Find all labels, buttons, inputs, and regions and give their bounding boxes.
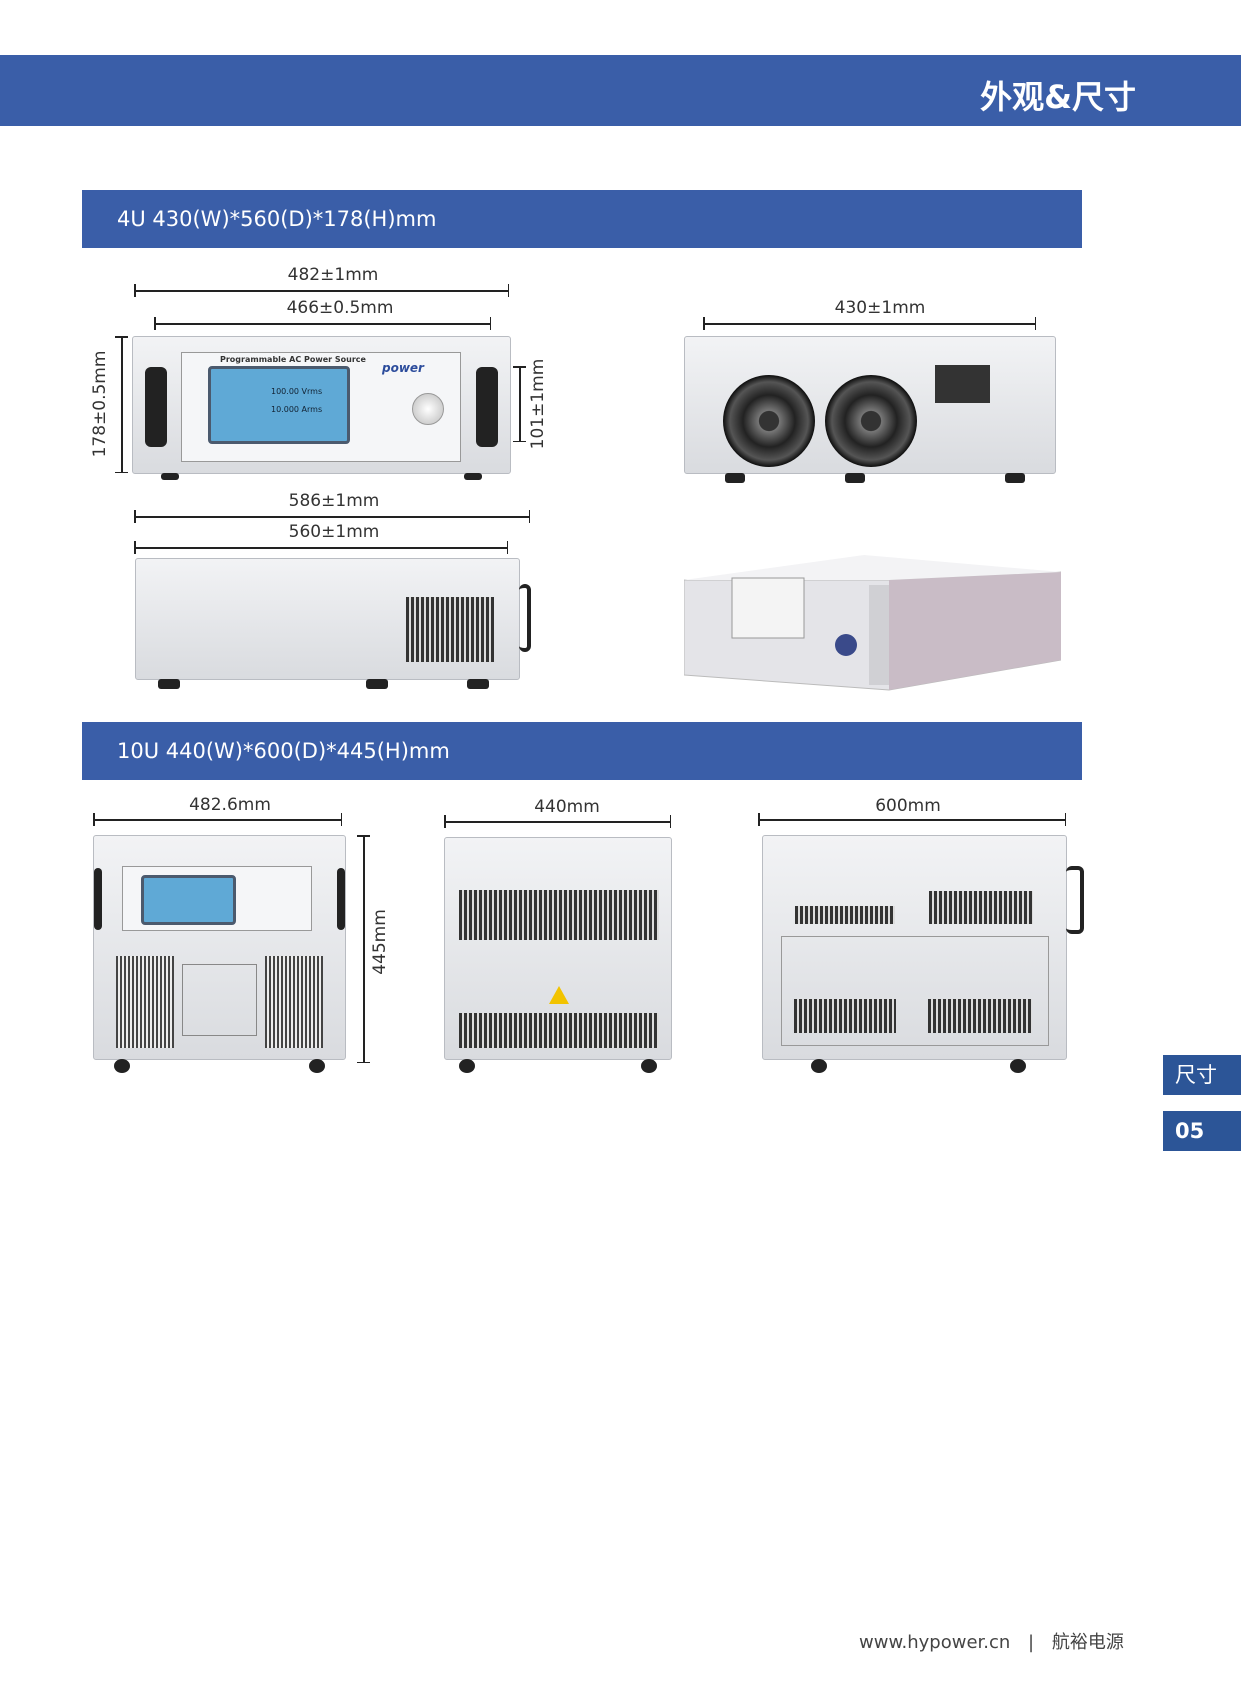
dim-arrow	[703, 318, 1036, 329]
caster-wheel	[114, 1059, 130, 1073]
handle	[519, 584, 531, 652]
front-vent	[116, 956, 174, 1048]
4u-front-view: Programmable AC Power Source power 100.0…	[132, 336, 511, 480]
rear-vent	[459, 890, 659, 940]
4u-isometric-view	[683, 550, 1062, 700]
10u-side-view	[762, 835, 1084, 1073]
dim-arrow	[154, 318, 491, 329]
rear-vent	[459, 1013, 659, 1048]
dim-arrow	[116, 336, 127, 473]
dim-10u-rear-width: 440mm	[534, 797, 600, 817]
foot	[725, 473, 745, 483]
display-screen: 100.00 Vrms 10.000 Arms	[208, 366, 350, 444]
front-panel: Programmable AC Power Source power 100.0…	[181, 352, 461, 462]
dim-arrow	[134, 285, 509, 296]
warning-icon	[549, 986, 569, 1004]
caster-wheel	[1010, 1059, 1026, 1073]
side-panel	[781, 936, 1049, 1046]
front-panel	[122, 866, 312, 931]
display-screen	[141, 875, 236, 925]
dim-10u-height: 445mm	[370, 909, 390, 975]
dim-10u-width: 482.6mm	[189, 795, 271, 815]
rotary-knob	[412, 393, 444, 425]
dim-4u-height: 178±0.5mm	[90, 350, 110, 458]
dim-4u-rear-width: 430±1mm	[834, 298, 926, 318]
dim-arrow	[93, 814, 342, 825]
10u-rear-view	[444, 837, 672, 1073]
side-tab-page[interactable]: 05	[1163, 1111, 1241, 1151]
section-10u-title: 10U 440(W)*600(D)*445(H)mm	[82, 722, 1082, 780]
dim-4u-handle-height: 101±1mm	[528, 358, 548, 450]
4u-side-view	[135, 558, 531, 689]
footer-company: 航裕电源	[1051, 1632, 1124, 1653]
panel-title: Programmable AC Power Source	[220, 355, 366, 364]
side-vent	[794, 999, 896, 1033]
dim-arrow	[444, 816, 671, 827]
foot	[1005, 473, 1025, 483]
footer: www.hypower.cn | 航裕电源	[859, 1628, 1124, 1654]
dim-10u-depth: 600mm	[875, 796, 941, 816]
handle	[1066, 866, 1084, 934]
side-vent	[928, 999, 1032, 1033]
handle	[337, 868, 345, 930]
dim-4u-depth-inner: 560±1mm	[288, 522, 380, 542]
dim-arrow	[358, 835, 369, 1063]
4u-rear-view	[684, 336, 1056, 483]
foot	[845, 473, 865, 483]
footer-separator: |	[1028, 1632, 1035, 1653]
handle	[476, 367, 498, 447]
side-vent	[406, 597, 494, 662]
dim-4u-width-inner: 466±0.5mm	[286, 298, 394, 318]
breaker-panel	[182, 964, 257, 1036]
dim-arrow	[134, 542, 508, 553]
current-readout: 10.000 Arms	[271, 405, 323, 414]
fan-icon	[825, 375, 917, 467]
side-vent	[795, 906, 895, 924]
caster-wheel	[641, 1059, 657, 1073]
fan-icon	[723, 375, 815, 467]
foot	[161, 473, 179, 480]
dim-arrow	[758, 814, 1066, 825]
footer-url[interactable]: www.hypower.cn	[859, 1632, 1011, 1653]
side-vent	[929, 891, 1033, 924]
caster-wheel	[459, 1059, 475, 1073]
side-tab-section[interactable]: 尺寸	[1163, 1055, 1241, 1095]
handle	[145, 367, 167, 447]
caster-wheel	[811, 1059, 827, 1073]
front-vent	[265, 956, 323, 1048]
foot	[158, 679, 180, 689]
header-band	[0, 55, 1241, 126]
10u-front-view	[93, 835, 346, 1073]
rear-connector	[935, 365, 990, 403]
foot	[464, 473, 482, 480]
foot	[366, 679, 388, 689]
page-title: 外观&尺寸	[980, 78, 1136, 116]
voltage-readout: 100.00 Vrms	[271, 387, 323, 396]
handle	[94, 868, 102, 930]
brand-logo: power	[382, 361, 424, 375]
foot	[467, 679, 489, 689]
dim-4u-depth-outer: 586±1mm	[288, 491, 380, 511]
dim-arrow	[514, 366, 525, 442]
section-4u-title: 4U 430(W)*560(D)*178(H)mm	[82, 190, 1082, 248]
dim-arrow	[134, 511, 530, 522]
dim-4u-width-outer: 482±1mm	[287, 265, 379, 285]
caster-wheel	[309, 1059, 325, 1073]
